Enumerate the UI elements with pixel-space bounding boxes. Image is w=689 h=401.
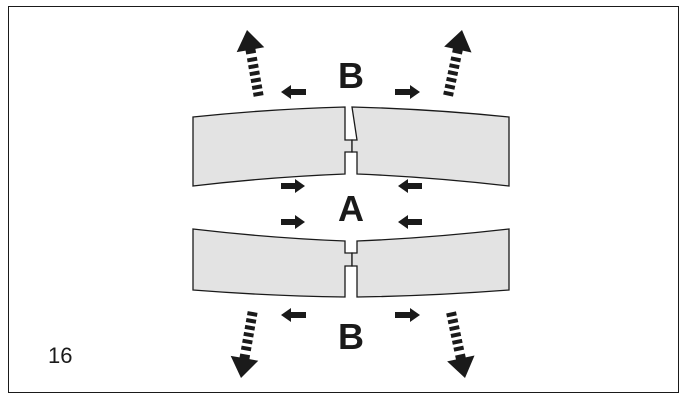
lower-band (192, 228, 510, 298)
horizontal-arrows (281, 85, 422, 322)
label-b-bottom: B (338, 316, 364, 357)
upper-left-spread-arrow (236, 30, 265, 97)
lower-right-spread-arrow (446, 311, 475, 378)
upper-right-spread-arrow (443, 30, 472, 97)
arrow-left-top (281, 85, 306, 99)
arrow-right-top (395, 85, 420, 99)
lower-band-right-half (351, 228, 510, 298)
label-a-middle: A (338, 188, 364, 229)
arrow-left-bottom (281, 308, 306, 322)
figure-frame (8, 6, 679, 393)
arrow-right-bottom (395, 308, 420, 322)
lower-band-left-half (192, 228, 353, 298)
upper-band (192, 106, 510, 187)
figure-number: 16 (48, 343, 72, 368)
arrow-right-upper-mid (281, 179, 305, 193)
arrow-right-lower-mid (281, 215, 305, 229)
arrow-left-upper-mid (398, 179, 422, 193)
label-b-top: B (338, 55, 364, 96)
lower-left-spread-arrow (230, 311, 259, 378)
arrow-left-lower-mid (398, 215, 422, 229)
upper-band-right-half (351, 106, 510, 187)
upper-band-left-half (192, 106, 353, 187)
